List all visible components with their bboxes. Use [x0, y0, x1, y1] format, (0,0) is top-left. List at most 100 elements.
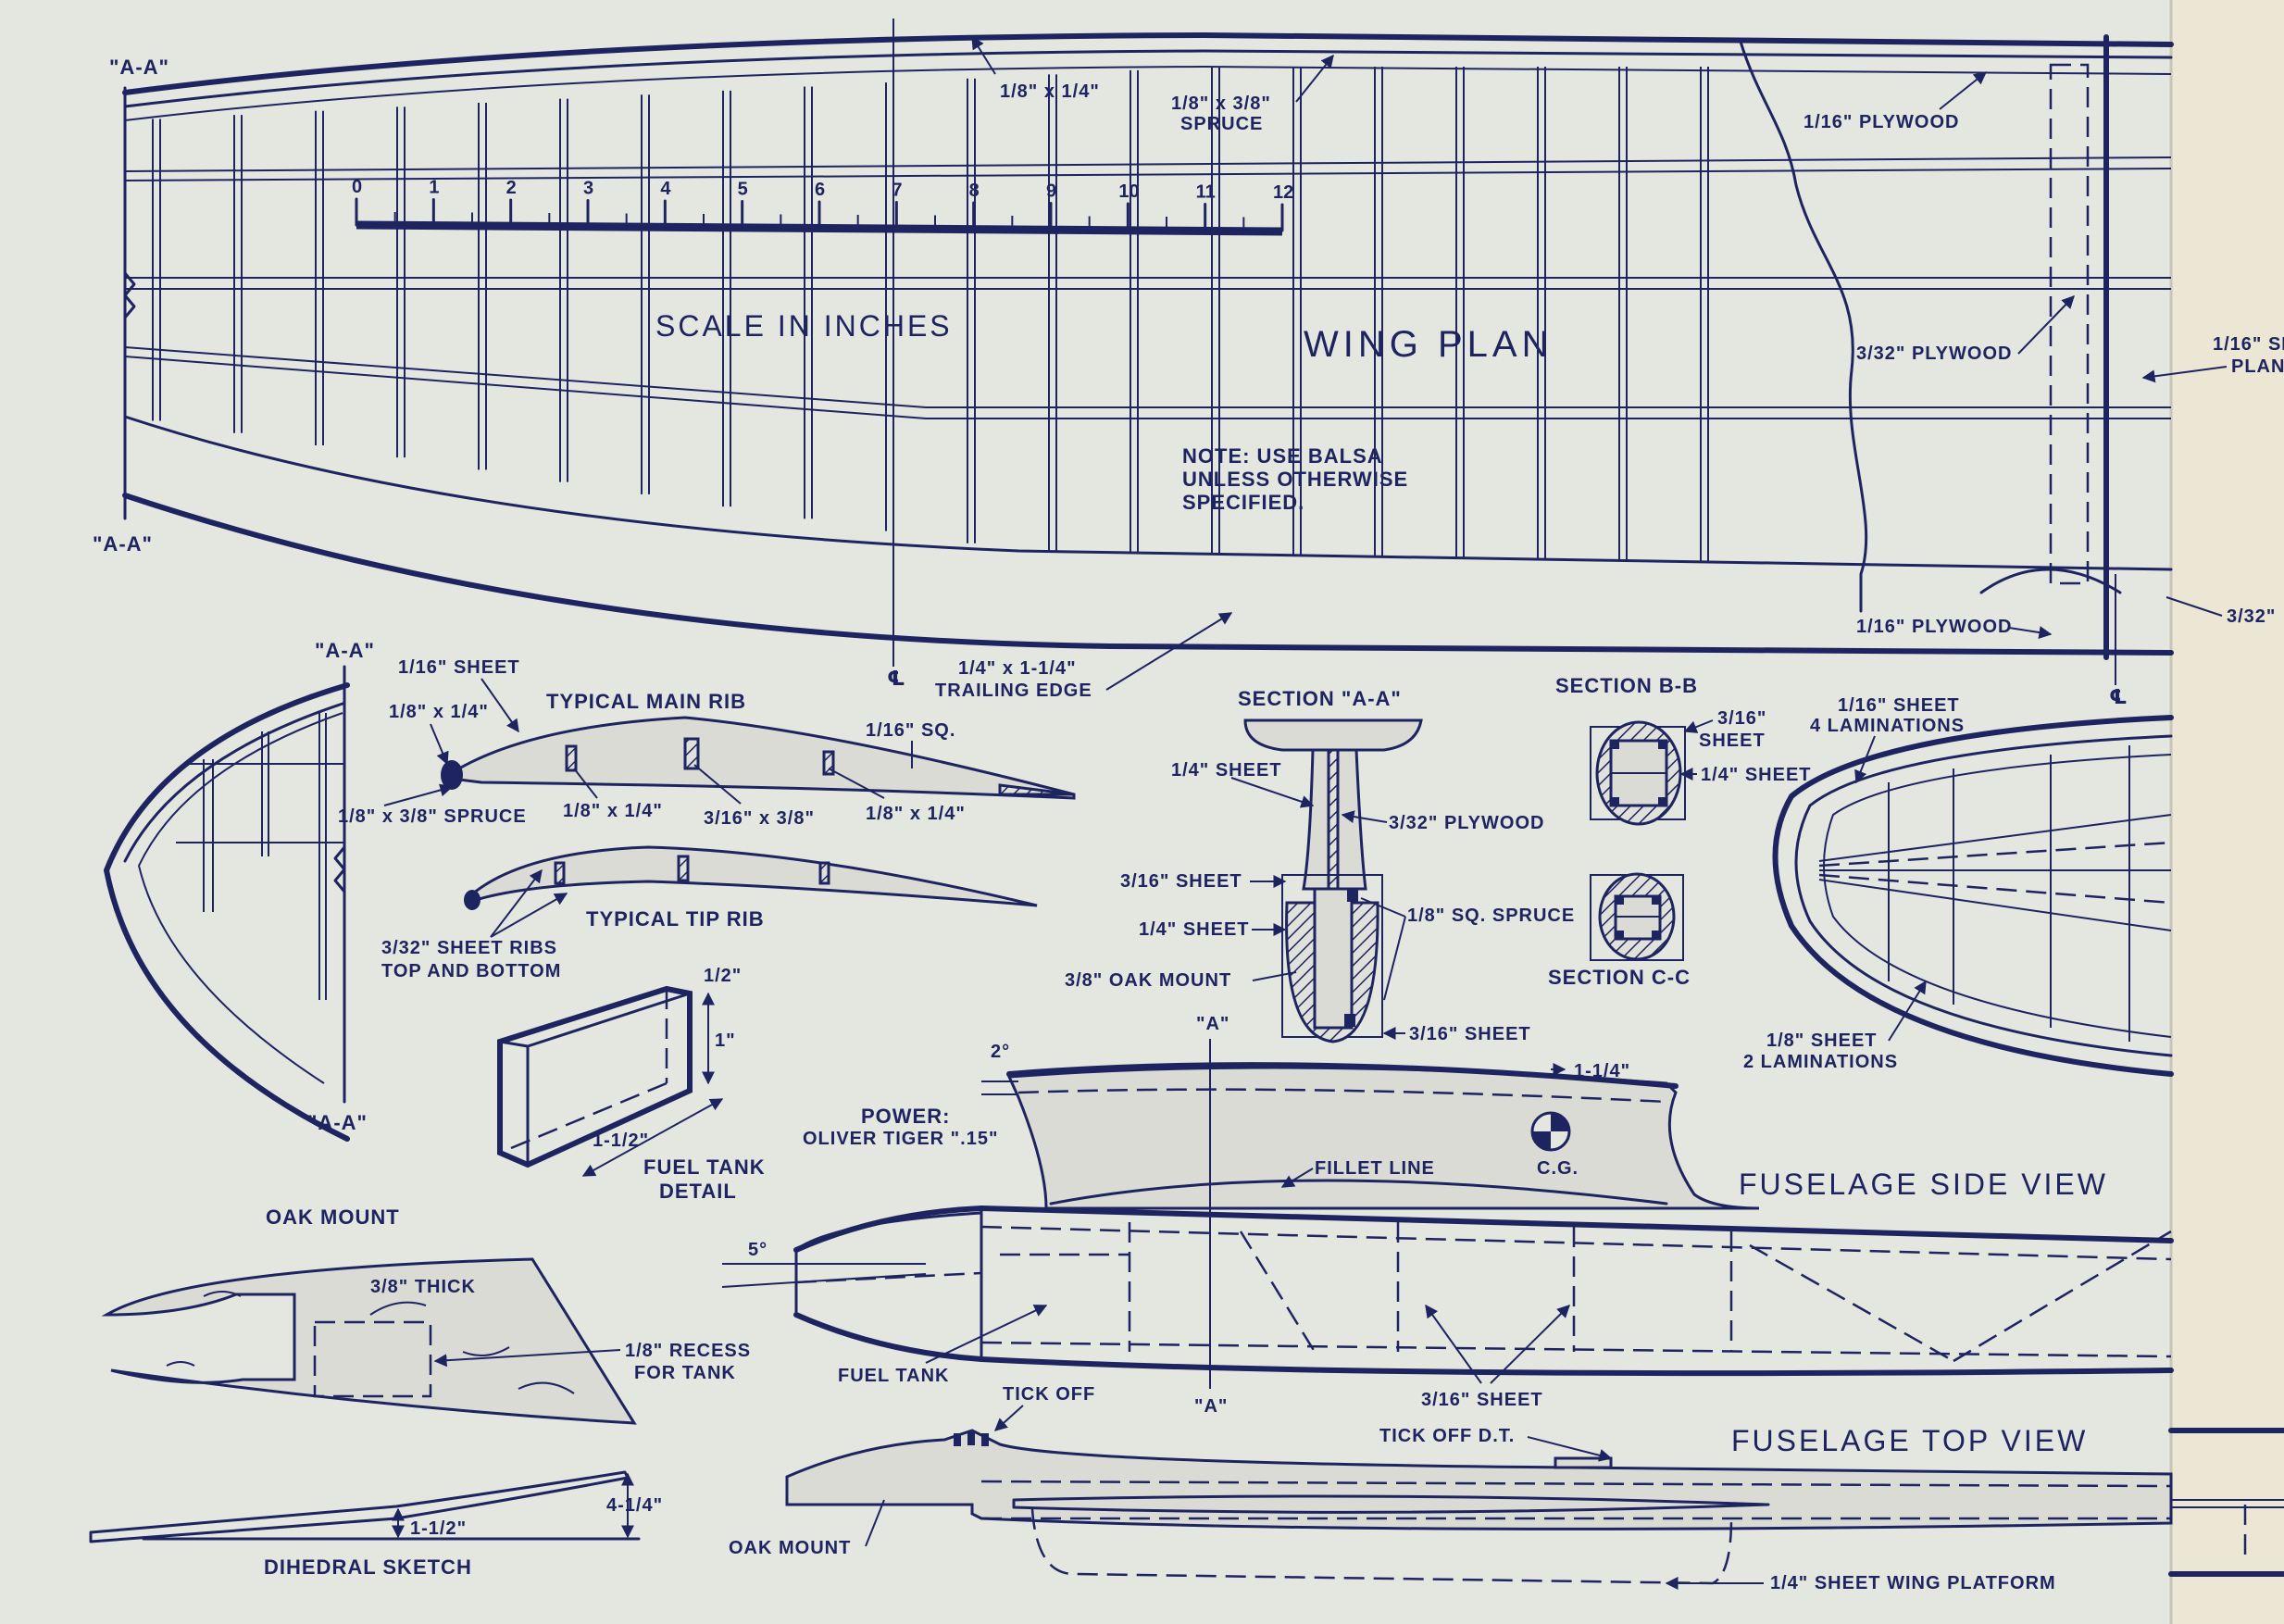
main-rib-label-sheet: 1/16" SHEET	[398, 657, 520, 678]
side-label-fillet: FILLET LINE	[1315, 1158, 1435, 1179]
fuselage-side-title: FUSELAGE SIDE VIEW	[1739, 1168, 2108, 1201]
scale-tick-label: 9	[1046, 181, 1056, 202]
scale-tick-label: 7	[892, 181, 902, 201]
section-bb-label-sheet: SHEET	[1699, 731, 1766, 751]
scale-tick-label: 6	[815, 180, 825, 200]
scale-tick-label: 1	[429, 178, 439, 198]
fuselage-side-drawing	[721, 1039, 2174, 1389]
side-label-power-1: POWER:	[861, 1105, 950, 1128]
side-label-power-2: OLIVER TIGER ".15"	[803, 1129, 998, 1149]
note-line-2: UNLESS OTHERWISE	[1182, 468, 1408, 491]
main-rib-title: TYPICAL MAIN RIB	[546, 690, 746, 713]
wing-plan-title: WING PLAN	[1304, 324, 1553, 365]
fuel-tank-title-2: DETAIL	[659, 1180, 737, 1203]
label-plywood-116: 1/16" PLYWOOD	[1803, 112, 1959, 132]
label-right-332: 3/32"	[2227, 606, 2276, 627]
top-label-tick-off-dt: TICK OFF D.T.	[1379, 1426, 1515, 1446]
wing-plan	[122, 31, 2174, 660]
section-aa-label-sheet-14: 1/4" SHEET	[1171, 760, 1282, 781]
side-label-fuel-tank: FUEL TANK	[838, 1366, 949, 1386]
scale-tick-label: 8	[969, 181, 980, 201]
fold-strip-detail	[2168, 1428, 2284, 1577]
scale-tick-label: 2	[506, 178, 517, 198]
section-bb-label-14: 1/4" SHEET	[1701, 765, 1812, 785]
label-plywood-116-lower: 1/16" PLYWOOD	[1856, 617, 2012, 637]
stab-label-lam4-1: 1/16" SHEET	[1838, 695, 1960, 716]
section-bb-title: SECTION B-B	[1555, 674, 1698, 697]
label-plywood-332: 3/32" PLYWOOD	[1856, 344, 2012, 364]
side-label-section-top: "A"	[1196, 1014, 1229, 1034]
dihedral-title: DIHEDRAL SKETCH	[264, 1555, 472, 1579]
label-trailing-edge: TRAILING EDGE	[935, 681, 1092, 701]
stabilizer-plan	[1772, 715, 2174, 1077]
stab-label-lam2-2: 2 LAMINATIONS	[1743, 1052, 1898, 1072]
side-label-sheet: 3/16" SHEET	[1421, 1390, 1543, 1410]
tip-section-mark-bottom: "A-A"	[307, 1111, 368, 1134]
scale-tick-label: 4	[660, 179, 671, 199]
stab-label-lam4-2: 4 LAMINATIONS	[1810, 716, 1965, 736]
scale-tick-label: 12	[1273, 182, 1293, 203]
top-label-tick-off: TICK OFF	[1003, 1384, 1095, 1405]
section-aa-label-oak: 3/8" OAK MOUNT	[1065, 970, 1231, 991]
dihedral-sketch-drawing	[89, 1470, 641, 1543]
tip-rib-label-2: TOP AND BOTTOM	[381, 961, 561, 981]
section-aa-drawing	[1243, 718, 1423, 1043]
section-cc-drawing	[1590, 872, 1684, 961]
oak-mount-drawing	[101, 1257, 637, 1425]
paper-fold-strip	[2171, 0, 2284, 1624]
oak-mount-title: OAK MOUNT	[266, 1206, 400, 1229]
wing-tip-view	[103, 665, 350, 1142]
fuel-tank-title-1: FUEL TANK	[643, 1156, 766, 1179]
section-aa-label-sheet-14-low: 1/4" SHEET	[1139, 919, 1250, 940]
side-label-cg: C.G.	[1537, 1158, 1579, 1179]
top-label-oak-mount: OAK MOUNT	[729, 1538, 851, 1558]
scale-title: SCALE IN INCHES	[655, 309, 953, 343]
section-bb-label-316: 3/16"	[1717, 708, 1766, 729]
note-line-3: SPECIFIED.	[1182, 491, 1304, 514]
tip-section-mark-top: "A-A"	[315, 639, 375, 662]
main-rib-label-le-spar: 1/8" x 1/4"	[389, 702, 489, 722]
tip-rib-label-1: 3/32" SHEET RIBS	[381, 938, 557, 958]
main-rib-drawing	[440, 716, 1076, 800]
side-label-section-bot: "A"	[1194, 1396, 1228, 1417]
section-aa-label-spruce: 1/8" SQ. SPRUCE	[1407, 906, 1575, 926]
label-spruce: SPRUCE	[1180, 114, 1263, 134]
fuel-tank-drawing	[497, 985, 724, 1177]
fuel-tank-dim-length: 1-1/2"	[593, 1131, 649, 1151]
label-trailing-edge-dim: 1/4" x 1-1/4"	[958, 658, 1077, 679]
fuel-tank-dim-height: 1"	[715, 1031, 736, 1051]
dihedral-dim-tip: 4-1/4"	[606, 1495, 663, 1516]
main-rib-label-spar-3: 1/8" x 1/4"	[866, 804, 966, 824]
section-aa-label-sheet-316-top: 3/16" SHEET	[1120, 871, 1242, 892]
tip-rib-drawing	[464, 845, 1038, 910]
section-aa-title: SECTION "A-A"	[1238, 687, 1402, 710]
main-rib-label-le-spruce: 1/8" x 3/8" SPRUCE	[338, 806, 527, 827]
oak-mount-label-recess-2: FOR TANK	[634, 1363, 736, 1383]
top-label-platform: 1/4" SHEET WING PLATFORM	[1770, 1573, 2056, 1593]
wing-section-mark-bottom: "A-A"	[93, 532, 153, 556]
main-rib-label-spar-1: 1/8" x 1/4"	[563, 801, 663, 821]
label-spar-top: 1/8" x 1/4"	[1000, 81, 1100, 102]
tip-rib-title: TYPICAL TIP RIB	[586, 907, 765, 931]
centerline-mark-wing: ℄	[887, 667, 906, 690]
oak-mount-label-thick: 3/8" THICK	[370, 1277, 476, 1297]
wing-section-mark-top: "A-A"	[109, 56, 169, 79]
scale-tick-label: 3	[583, 179, 593, 199]
fuselage-top-title: FUSELAGE TOP VIEW	[1731, 1424, 2088, 1457]
side-label-fin-dim: 1-1/4"	[1574, 1061, 1630, 1081]
label-right-sheet-1: 1/16" SH	[2213, 334, 2284, 355]
fuselage-top-drawing	[785, 1429, 2173, 1585]
section-cc-title: SECTION C-C	[1548, 966, 1691, 989]
oak-mount-label-recess-1: 1/8" RECESS	[625, 1341, 751, 1361]
stab-label-lam2-1: 1/8" SHEET	[1766, 1031, 1878, 1051]
scale-tick-label: 10	[1118, 181, 1139, 202]
fuel-tank-dim-depth: 1/2"	[704, 966, 742, 986]
label-spruce-dim: 1/8" x 3/8"	[1171, 94, 1271, 114]
section-bb-drawing	[1590, 720, 1686, 826]
main-rib-label-sq: 1/16" SQ.	[866, 720, 955, 741]
scale-tick-label: 0	[352, 177, 362, 197]
wing-ribs	[152, 67, 1709, 562]
section-aa-label-sheet-316-bot: 3/16" SHEET	[1409, 1024, 1531, 1044]
